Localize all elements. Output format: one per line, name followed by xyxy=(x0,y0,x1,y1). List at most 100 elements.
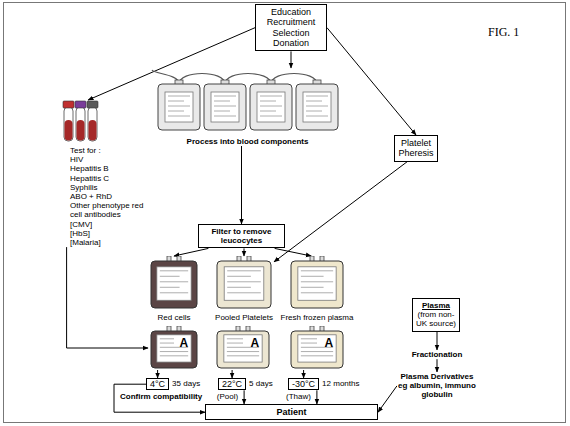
label-line xyxy=(306,111,322,112)
list-item: Hepatitis C xyxy=(70,174,144,183)
list-item: [HbS] xyxy=(70,229,144,238)
list-item: HIV xyxy=(70,155,144,164)
bag-tubing xyxy=(225,74,271,85)
storage-time: 12 months xyxy=(322,379,359,388)
storage-box: 22°C xyxy=(218,378,246,390)
bag-label xyxy=(157,267,191,300)
list-item: ABO + RhD xyxy=(70,192,144,201)
caption: Process into blood components xyxy=(187,137,309,146)
node-text: Platelet Pheresis xyxy=(398,138,434,159)
storage-time: 5 days xyxy=(249,379,273,388)
tube-cap xyxy=(75,101,86,108)
bag-body xyxy=(151,331,197,368)
label-line xyxy=(160,292,188,293)
bag-label xyxy=(157,335,191,362)
bag-caption: Pooled Platelets xyxy=(215,313,273,322)
flow-arrow xyxy=(67,247,148,348)
note: (Pool) xyxy=(217,392,238,401)
list-heading: Test for : xyxy=(70,146,144,155)
blood-bag: A xyxy=(214,326,272,370)
bag-caption: Red cells xyxy=(158,313,191,322)
label-line xyxy=(227,276,251,277)
label-line xyxy=(227,287,251,288)
test-tubes: Test for :HIVHepatitis BHepatitis CSyphi… xyxy=(58,100,144,247)
label-line xyxy=(160,281,188,282)
label-line xyxy=(214,106,236,107)
note: (Thaw) xyxy=(286,392,311,401)
label-line xyxy=(227,292,261,293)
bag-tubing xyxy=(271,74,317,85)
label-line xyxy=(301,287,324,288)
caption: Pooled Platelets xyxy=(215,313,273,322)
node-text: Plasma xyxy=(416,301,456,310)
blood-group-letter: A xyxy=(180,337,189,349)
label-line xyxy=(160,343,174,344)
bag-body xyxy=(217,261,271,308)
node-text: Education Recruitment Selection Donation xyxy=(259,7,323,48)
label-line xyxy=(227,355,259,356)
label-line xyxy=(160,351,188,352)
flow-arrow xyxy=(174,248,208,256)
flow-arrow xyxy=(291,51,292,68)
flow-arrow xyxy=(303,370,304,378)
label-line xyxy=(168,106,190,107)
bag-body xyxy=(291,331,343,368)
bag-caption: Fresh frozen plasma xyxy=(281,313,354,322)
node-text: (from non-UK source) xyxy=(416,310,456,328)
flow-arrow xyxy=(378,386,397,412)
label-line xyxy=(306,101,322,102)
bag-caption: Process into blood components xyxy=(187,137,309,146)
bag-body xyxy=(291,261,343,308)
label-line xyxy=(160,287,180,288)
storage-time: 35 days xyxy=(172,379,200,388)
frame-border xyxy=(4,3,566,423)
label-line xyxy=(160,276,180,277)
list-item: Syphilis xyxy=(70,183,144,192)
label-line xyxy=(160,270,188,271)
patient-box: Patient xyxy=(205,404,378,420)
flow-arrow xyxy=(316,390,317,404)
label-line xyxy=(260,96,282,97)
label-line xyxy=(260,111,276,112)
label-line xyxy=(260,116,282,117)
label-line xyxy=(168,96,190,97)
tube-blood xyxy=(77,120,85,141)
label-line xyxy=(301,351,333,352)
list-item: [Malaria] xyxy=(70,238,144,247)
blood-bag-picture xyxy=(148,326,200,370)
label-line xyxy=(168,101,184,102)
caption: Fresh frozen plasma xyxy=(281,313,354,322)
tube-body xyxy=(88,107,97,141)
filter-box: Filter to remove leucocytes xyxy=(198,224,285,248)
blood-bag-picture xyxy=(288,256,346,310)
test-tubes-picture xyxy=(58,100,144,144)
blood-bag: Fresh frozen plasma xyxy=(288,256,346,322)
label-line xyxy=(301,292,333,293)
process-box: Platelet Pheresis xyxy=(394,135,438,162)
label-line xyxy=(301,338,317,339)
label-line xyxy=(301,281,333,282)
label-line xyxy=(227,338,243,339)
node-text: Fractionation xyxy=(410,350,464,359)
blood-bag-picture xyxy=(148,256,200,310)
label-line xyxy=(214,111,230,112)
temperature: 22°C xyxy=(222,379,242,389)
list-item: Hepatitis B xyxy=(70,164,144,173)
label-line xyxy=(160,355,188,356)
label-line xyxy=(214,116,236,117)
label-line xyxy=(306,106,328,107)
bag-label xyxy=(257,92,285,122)
label-line xyxy=(227,343,243,344)
flow-arrow xyxy=(241,146,242,224)
blood-bag-picture xyxy=(214,256,274,310)
tube-body xyxy=(76,107,85,141)
storage-box: -30°C xyxy=(288,378,319,390)
bag-body xyxy=(204,84,246,130)
label-line xyxy=(214,101,230,102)
bag-label xyxy=(211,92,239,122)
blood-group-letter: A xyxy=(250,337,259,349)
label-line xyxy=(168,111,184,112)
bag-label xyxy=(298,267,336,300)
flow-arrow xyxy=(244,390,245,404)
